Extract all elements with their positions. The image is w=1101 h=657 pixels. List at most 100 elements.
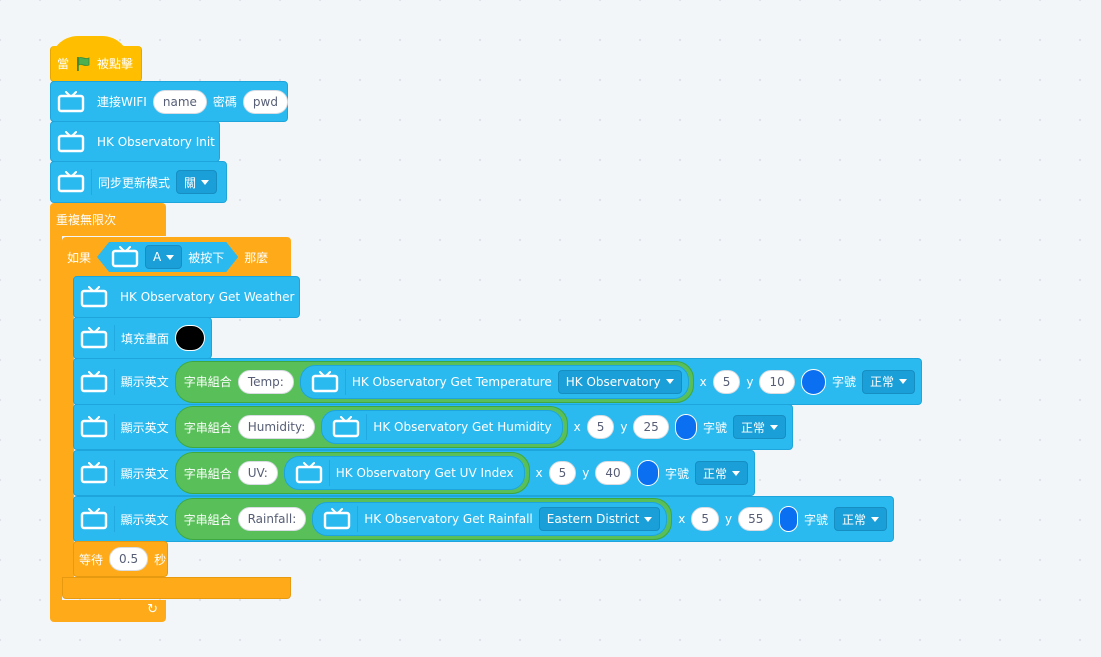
y-label: y bbox=[582, 466, 590, 480]
device-icon bbox=[57, 131, 85, 153]
get-weather-block[interactable]: HK Observatory Get Weather bbox=[73, 276, 300, 318]
y-input[interactable]: 25 bbox=[633, 415, 669, 439]
divider bbox=[114, 506, 115, 532]
hat-prefix: 當 bbox=[57, 57, 70, 71]
divider bbox=[114, 460, 115, 486]
divider bbox=[114, 368, 115, 395]
hk-observatory-init-block[interactable]: HK Observatory Init bbox=[50, 121, 220, 162]
text-color-swatch[interactable] bbox=[800, 368, 826, 395]
display-text-label: 顯示英文 bbox=[120, 375, 169, 389]
size-dropdown[interactable]: 正常 bbox=[861, 369, 915, 394]
forever-arm bbox=[50, 236, 62, 608]
x-label: x bbox=[678, 512, 686, 526]
wifi-connect-block[interactable]: 連接WIFI name 密碼 pwd bbox=[50, 81, 288, 122]
if-label: 如果 bbox=[67, 250, 92, 265]
join-block[interactable]: 字串組合 Humidity: HK Observatory Get Humidi… bbox=[174, 406, 568, 448]
text-color-swatch[interactable] bbox=[636, 460, 659, 486]
button-pressed-block[interactable]: A 被按下 bbox=[97, 242, 238, 272]
x-label: x bbox=[699, 374, 707, 389]
size-value: 正常 bbox=[702, 466, 727, 481]
y-input[interactable]: 55 bbox=[738, 507, 774, 531]
x-input[interactable]: 5 bbox=[712, 369, 741, 394]
get-humidity-block[interactable]: HK Observatory Get Humidity bbox=[321, 410, 563, 444]
wait-block[interactable]: 等待 0.5 秒 bbox=[73, 541, 168, 577]
chevron-down-icon bbox=[665, 379, 674, 384]
display-text-label: 顯示英文 bbox=[120, 466, 169, 481]
display-text-block-humidity[interactable]: 顯示英文 字串組合 Humidity: HK Observatory Get H… bbox=[73, 404, 793, 450]
get-uv-index-block[interactable]: HK Observatory Get UV Index bbox=[283, 456, 525, 490]
join-block[interactable]: 字串組合 Temp: HK Observatory Get Temperatur… bbox=[174, 360, 694, 403]
x-input[interactable]: 5 bbox=[586, 415, 615, 439]
hat-suffix: 被點擊 bbox=[97, 57, 134, 71]
divider bbox=[366, 414, 368, 440]
device-icon bbox=[80, 416, 108, 438]
forever-block[interactable]: 重複無限次 bbox=[50, 203, 166, 236]
x-input[interactable]: 5 bbox=[548, 461, 577, 485]
sync-mode-dropdown[interactable]: 關 bbox=[176, 170, 218, 194]
join-prefix-input[interactable]: UV: bbox=[237, 461, 278, 485]
wait-unit: 秒 bbox=[154, 552, 167, 567]
size-label: 字號 bbox=[664, 466, 689, 481]
chevron-down-icon bbox=[732, 470, 740, 476]
display-text-block-temp[interactable]: 顯示英文 字串組合 Temp: HK Observatory Get Tempe… bbox=[73, 358, 922, 405]
text-color-swatch[interactable] bbox=[779, 506, 798, 532]
display-text-block-rainfall[interactable]: 顯示英文 字串組合 Rainfall: HK Observatory Get R… bbox=[73, 496, 894, 542]
display-text-block-uv[interactable]: 顯示英文 字串組合 UV: HK Observatory Get UV Inde… bbox=[73, 450, 755, 496]
x-input[interactable]: 5 bbox=[691, 507, 720, 531]
if-bottom bbox=[62, 577, 291, 599]
button-value: A bbox=[153, 250, 162, 264]
fill-screen-block[interactable]: 填充畫面 bbox=[73, 317, 212, 359]
join-label: 字串組合 bbox=[183, 512, 232, 527]
chevron-down-icon bbox=[166, 255, 174, 260]
init-label: HK Observatory Init bbox=[97, 134, 215, 149]
divider bbox=[114, 414, 115, 440]
size-value: 正常 bbox=[869, 375, 894, 389]
size-label: 字號 bbox=[831, 375, 856, 389]
if-block[interactable]: 如果 A 被按下 那麼 bbox=[62, 237, 291, 277]
join-prefix-input[interactable]: Rainfall: bbox=[237, 507, 307, 531]
chevron-down-icon bbox=[770, 424, 778, 430]
display-text-label: 顯示英文 bbox=[120, 420, 169, 435]
sync-label: 同步更新模式 bbox=[98, 175, 171, 190]
join-prefix-input[interactable]: Humidity: bbox=[237, 415, 316, 439]
hat-block[interactable]: 當 被點擊 bbox=[50, 36, 142, 82]
getter-label: HK Observatory Get Temperature bbox=[351, 374, 552, 389]
size-dropdown[interactable]: 正常 bbox=[732, 415, 786, 439]
join-block[interactable]: 字串組合 Rainfall: HK Observatory Get Rainfa… bbox=[174, 498, 673, 540]
size-value: 正常 bbox=[740, 420, 765, 435]
device-icon bbox=[332, 416, 360, 438]
size-value: 正常 bbox=[841, 512, 866, 527]
get-rainfall-block[interactable]: HK Observatory Get Rainfall Eastern Dist… bbox=[312, 502, 668, 536]
divider bbox=[328, 460, 330, 486]
wait-seconds-input[interactable]: 0.5 bbox=[109, 547, 149, 571]
station-dropdown[interactable]: HK Observatory bbox=[557, 369, 682, 394]
wifi-name-input[interactable]: name bbox=[152, 89, 207, 114]
size-dropdown[interactable]: 正常 bbox=[833, 507, 887, 531]
y-input[interactable]: 40 bbox=[595, 461, 631, 485]
chevron-down-icon bbox=[201, 179, 210, 185]
fill-label: 填充畫面 bbox=[120, 331, 169, 346]
join-block[interactable]: 字串組合 UV: HK Observatory Get UV Index bbox=[174, 452, 530, 494]
divider bbox=[344, 368, 346, 395]
y-input[interactable]: 10 bbox=[759, 369, 795, 394]
district-dropdown[interactable]: Eastern District bbox=[538, 507, 661, 531]
button-dropdown[interactable]: A bbox=[145, 245, 182, 269]
chevron-down-icon bbox=[644, 516, 653, 522]
device-icon bbox=[311, 371, 339, 393]
if-arm bbox=[62, 277, 74, 579]
wifi-password-input[interactable]: pwd bbox=[242, 89, 288, 114]
size-label: 字號 bbox=[803, 512, 828, 527]
size-dropdown[interactable]: 正常 bbox=[694, 461, 748, 485]
forever-label: 重複無限次 bbox=[56, 213, 117, 227]
divider bbox=[91, 169, 92, 195]
device-icon bbox=[80, 371, 108, 393]
display-text-label: 顯示英文 bbox=[120, 512, 169, 527]
text-color-swatch[interactable] bbox=[674, 414, 697, 440]
wifi-label: 連接WIFI bbox=[97, 95, 147, 109]
getter-label: HK Observatory Get UV Index bbox=[335, 466, 514, 480]
chevron-down-icon bbox=[871, 516, 879, 522]
join-prefix-input[interactable]: Temp: bbox=[237, 369, 294, 394]
sync-mode-block[interactable]: 同步更新模式 關 bbox=[50, 161, 227, 203]
get-temperature-block[interactable]: HK Observatory Get Temperature HK Observ… bbox=[299, 364, 689, 399]
fill-color-swatch[interactable] bbox=[174, 325, 205, 351]
